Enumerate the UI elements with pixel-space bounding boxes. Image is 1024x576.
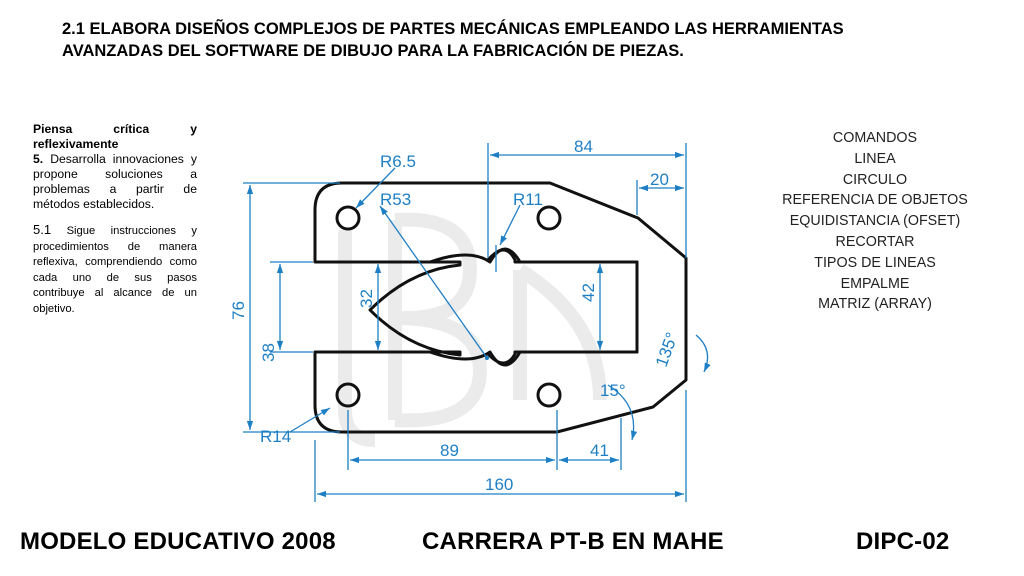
- inner-cavity: [315, 247, 639, 367]
- dim-160: 160: [485, 475, 513, 494]
- dimension-lines: [243, 143, 711, 502]
- dim-r6-5: R6.5: [380, 152, 416, 171]
- dim-20: 20: [650, 170, 669, 189]
- item-5-text: Desarrolla innovaciones y propone soluci…: [33, 152, 197, 211]
- item-5-number: 5.: [33, 152, 44, 166]
- competency-heading: Piensa crítica y reflexivamente: [33, 122, 197, 151]
- commands-list: COMANDOS LINEA CIRCULO REFERENCIA DE OBJ…: [770, 128, 980, 315]
- hole-top-left: [335, 205, 361, 231]
- dim-32: 32: [357, 289, 376, 308]
- mechanical-part-drawing: R6.5 R53 R11 84 20 76 38 32 42 89 41 160…: [229, 137, 711, 502]
- competency-panel: Piensa crítica y reflexivamente 5. Desar…: [33, 122, 197, 317]
- dim-42: 42: [579, 283, 598, 302]
- hole-top-right: [536, 205, 562, 231]
- dim-r14: R14: [260, 427, 291, 446]
- page-header: 2.1 ELABORA DISEÑOS COMPLEJOS DE PARTES …: [62, 18, 982, 62]
- footer-code: DIPC-02: [856, 528, 950, 555]
- hole-bottom-right: [536, 382, 562, 408]
- commands-title: COMANDOS: [832, 130, 918, 146]
- command-item: RECORTAR: [835, 233, 915, 250]
- footer-career: CARRERA PT-B EN MAHE: [422, 528, 724, 555]
- dimension-labels: R6.5 R53 R11 84 20 76 38 32 42 89 41 160…: [229, 137, 682, 494]
- dim-38: 38: [259, 343, 278, 362]
- command-item: EQUIDISTANCIA (OFSET): [789, 213, 961, 230]
- watermark: [338, 212, 607, 447]
- command-item: MATRIZ (ARRAY): [818, 296, 932, 313]
- item-5-1-number: 5.1: [33, 222, 52, 237]
- item-5-1-text: Sigue instrucciones y procedimientos de …: [33, 225, 198, 315]
- footer-model: MODELO EDUCATIVO 2008: [20, 528, 336, 555]
- dim-89: 89: [440, 441, 459, 460]
- command-item: REFERENCIA DE OBJETOS: [782, 192, 968, 209]
- command-item: TIPOS DE LINEAS: [814, 254, 936, 271]
- competency-item-5-1: 5.1 Sigue instrucciones y procedimientos…: [33, 222, 197, 317]
- dim-84: 84: [574, 137, 593, 156]
- hole-bottom-left: [335, 382, 361, 408]
- dim-r53: R53: [380, 190, 411, 209]
- command-item: CIRCULO: [842, 171, 908, 188]
- competency-item-5: 5. Desarrolla innovaciones y propone sol…: [33, 152, 197, 212]
- dim-41: 41: [590, 441, 609, 460]
- outer-contour: [313, 181, 688, 434]
- dim-135-deg: 135°: [652, 330, 682, 370]
- command-item: LINEA: [854, 150, 896, 167]
- mounting-holes: [335, 205, 562, 408]
- dim-15-deg: 15°: [600, 381, 626, 400]
- header-line-1: 2.1 ELABORA DISEÑOS COMPLEJOS DE PARTES …: [62, 20, 844, 38]
- dim-76: 76: [229, 301, 248, 320]
- dim-r11: R11: [513, 190, 543, 209]
- header-line-2: AVANZADAS DEL SOFTWARE DE DIBUJO PARA LA…: [62, 42, 684, 60]
- command-item: EMPALME: [840, 275, 910, 292]
